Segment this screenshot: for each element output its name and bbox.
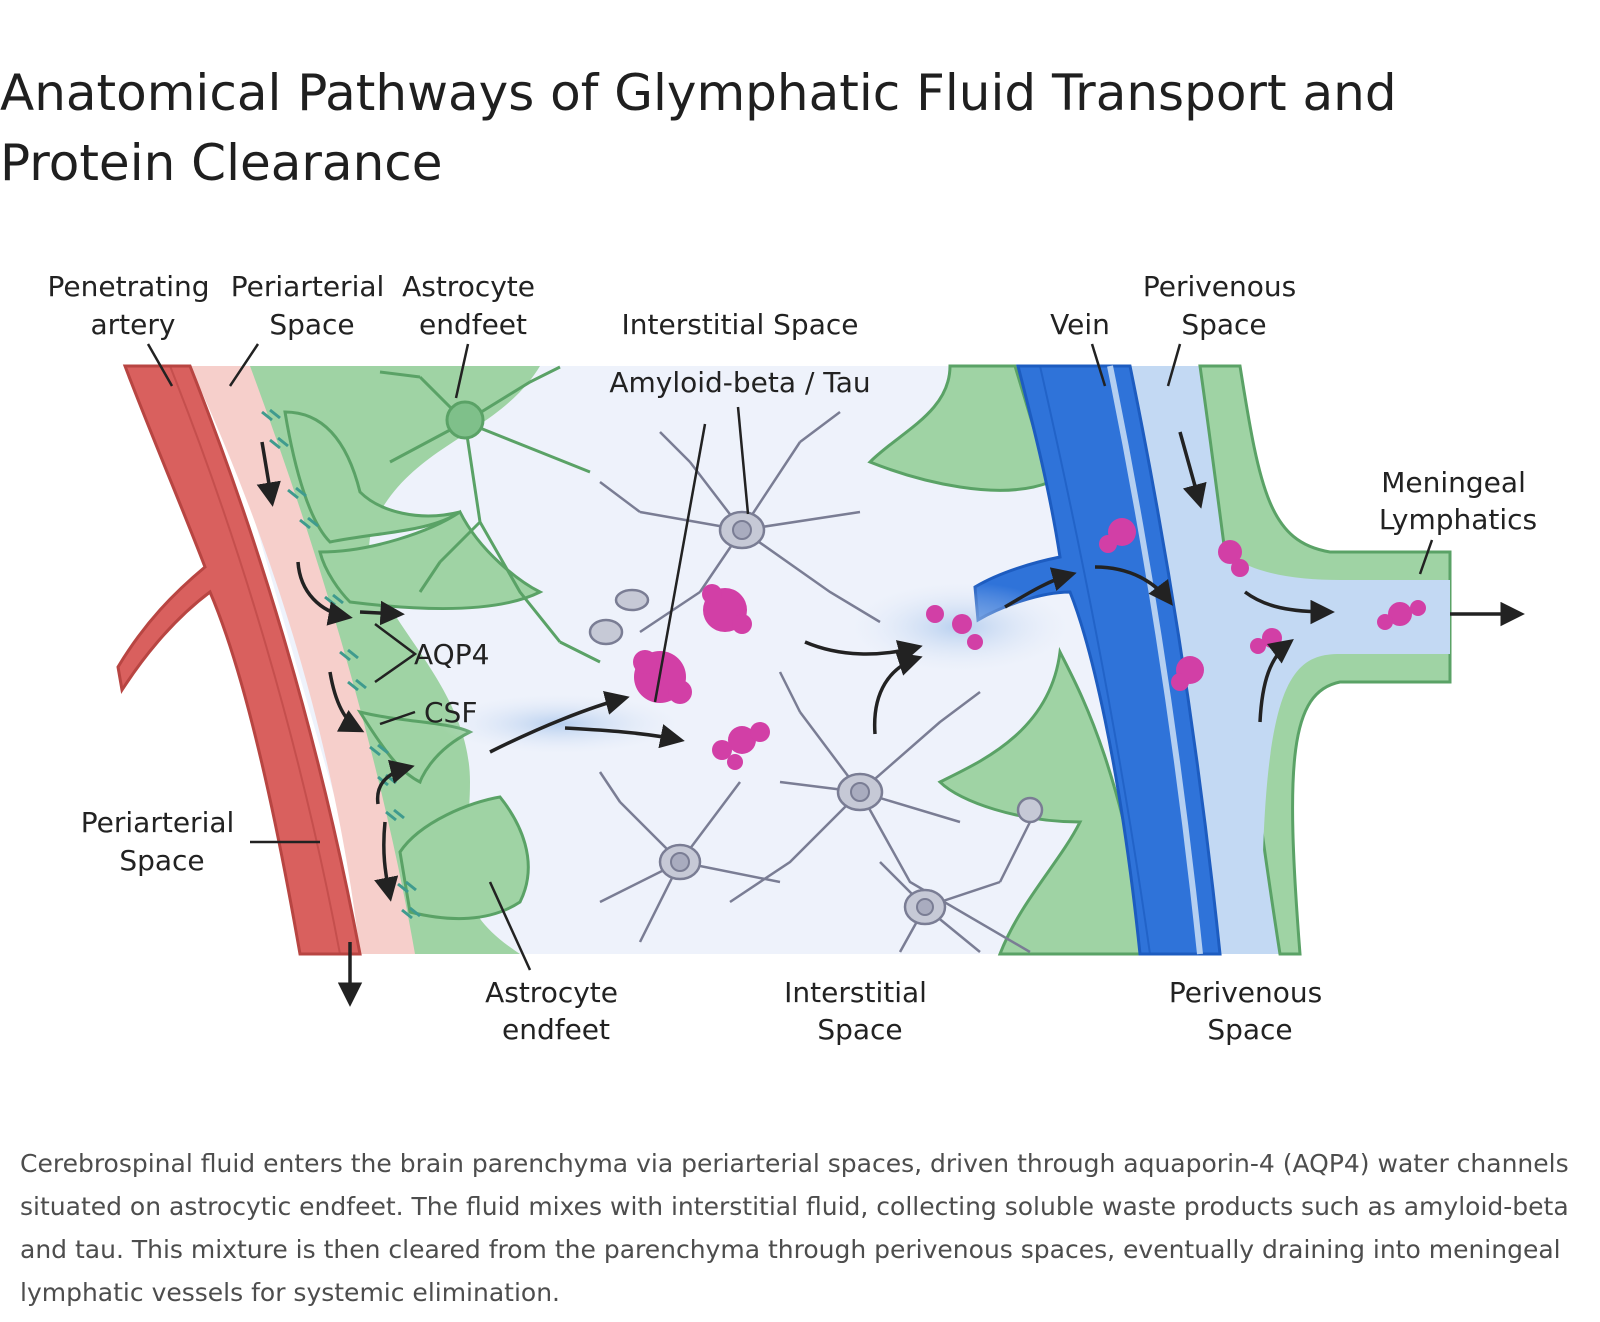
astrocyte-cell xyxy=(379,365,601,664)
figure-caption: Cerebrospinal fluid enters the brain par… xyxy=(20,1149,1569,1307)
glymphatic-diagram: Penetrating artery Periarterial Space As… xyxy=(0,262,1600,1062)
astrocyte-right-band xyxy=(867,364,1052,492)
label-penetrating-artery: Penetrating artery xyxy=(48,270,219,341)
label-perivenous-top: Perivenous Space xyxy=(1143,270,1305,341)
astrocyte-nucleus xyxy=(445,400,485,440)
label-interstitial-top: Interstitial Space xyxy=(622,308,859,341)
label-amyloid: Amyloid-beta / Tau xyxy=(609,366,870,399)
label-aqp4: AQP4 xyxy=(414,638,489,671)
aqp4-channels xyxy=(261,408,421,920)
label-periarterial-top: Periarterial Space xyxy=(231,270,393,341)
periarterial-space-band xyxy=(190,366,415,954)
label-perivenous-bottom: Perivenous Space xyxy=(1169,976,1331,1046)
label-astrocyte-bottom: Astrocyte endfeet xyxy=(485,976,627,1046)
page-title: Anatomical Pathways of Glymphatic Fluid … xyxy=(0,64,1397,192)
neuron-nuclei xyxy=(670,520,934,916)
label-periarterial-left: Periarterial Space xyxy=(81,806,243,877)
label-vein: Vein xyxy=(1050,308,1110,341)
leader-lines xyxy=(146,343,1434,971)
label-meningeal: Meningeal Lymphatics xyxy=(1379,466,1537,536)
flow-arrows xyxy=(256,431,1525,1007)
synapse-bulb xyxy=(1016,796,1044,824)
penetrating-artery xyxy=(116,364,362,956)
astrocyte-endfeet-lobes xyxy=(283,410,544,920)
synapse-bouton xyxy=(588,618,624,646)
protein-aggregates xyxy=(633,518,1426,770)
label-astrocyte-top: Astrocyte endfeet xyxy=(402,270,544,341)
label-interstitial-bottom: Interstitial Space xyxy=(784,976,936,1046)
label-csf: CSF xyxy=(424,696,477,729)
synapse-bouton xyxy=(614,588,650,612)
